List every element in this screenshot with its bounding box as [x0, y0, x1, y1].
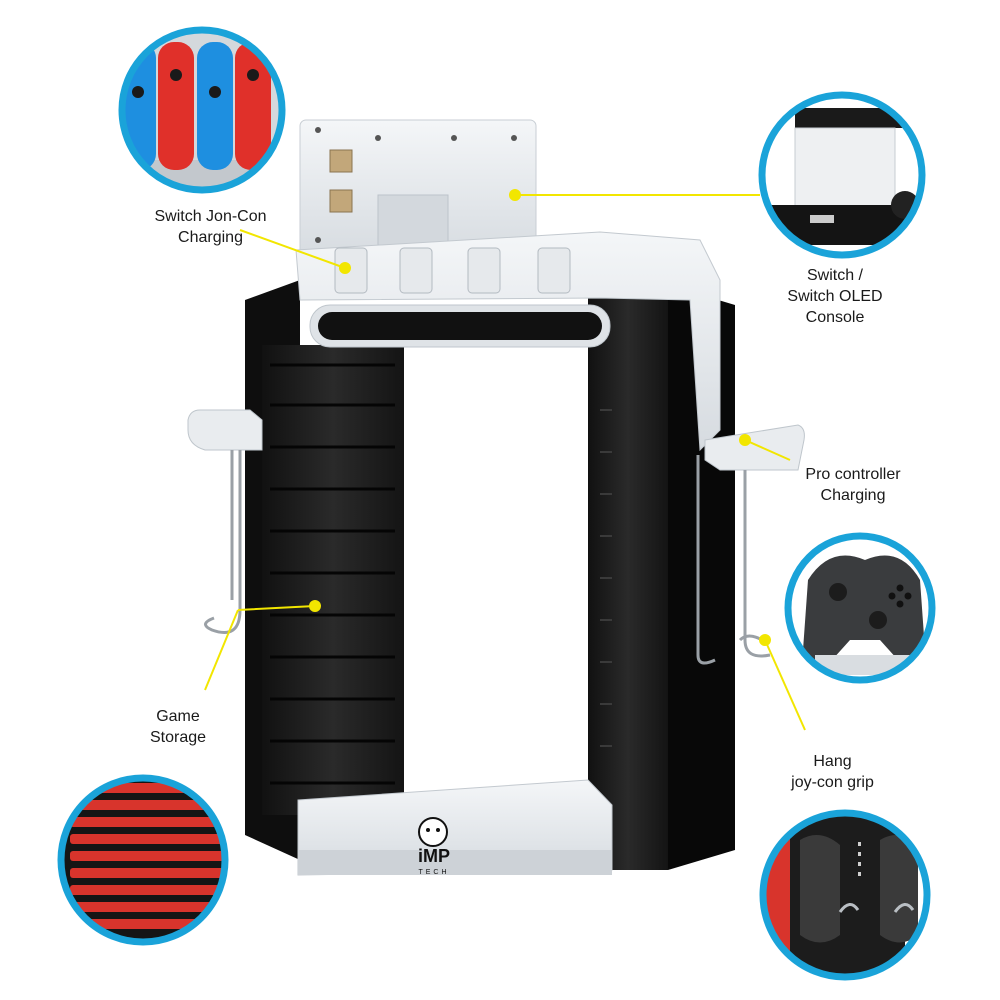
pro-controller-arm-right — [704, 424, 805, 471]
grip-hooks — [204, 450, 771, 665]
label-line: Switch OLED — [787, 288, 883, 305]
callout-console — [758, 91, 926, 259]
callout-lines — [204, 194, 806, 731]
label-line: joy-con grip — [791, 774, 874, 791]
joycon-slot — [334, 247, 571, 294]
label-line: Pro controller — [805, 466, 901, 483]
left-game-tower — [245, 280, 404, 860]
pro-controller-arm-left — [187, 409, 263, 451]
label-console: Switch / Switch OLED Console — [760, 265, 910, 328]
brand-logo: iMP TECH — [418, 817, 450, 876]
label-line: Charging — [820, 487, 886, 504]
label-game-storage: Game Storage — [128, 706, 228, 748]
label-pro-controller: Pro controller Charging — [773, 464, 933, 506]
brand-name: iMP — [418, 846, 450, 866]
callout-hang-grip — [759, 809, 931, 981]
callout-dots — [309, 189, 771, 646]
callout-joycons — [118, 26, 286, 194]
label-line: Switch / — [806, 267, 863, 284]
callout-pro-controller — [784, 532, 936, 684]
label-line: Hang — [813, 753, 852, 770]
label-line: Switch Jon-Con — [154, 208, 267, 225]
label-line: Charging — [178, 229, 243, 246]
stand-base — [297, 779, 613, 876]
label-line: Storage — [149, 729, 207, 746]
label-hang-grip: Hang joy-con grip — [765, 751, 900, 793]
joycon-charging-bridge — [295, 231, 721, 452]
brand-sub: TECH — [418, 869, 449, 876]
callout-game-storage — [57, 774, 229, 946]
label-line: Game — [156, 708, 200, 725]
label-joycon-charging: Switch Jon-Con Charging — [118, 206, 303, 248]
game-slots — [270, 363, 395, 785]
label-line: Console — [805, 309, 865, 326]
charging-stand: iMP TECH — [187, 119, 805, 876]
